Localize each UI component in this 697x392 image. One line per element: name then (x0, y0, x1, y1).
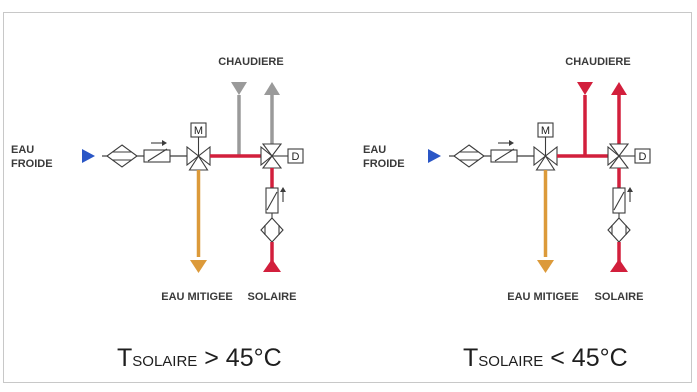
panel-left: EAU FROIDE CHAUDIERE M EAU MITIGEE (11, 56, 304, 372)
diverter-valve-icon (607, 143, 630, 169)
boiler-return-arrow-icon (264, 82, 280, 95)
svg-text:D: D (292, 151, 300, 163)
boiler-label: CHAUDIERE (218, 56, 283, 68)
boiler-outlet-arrow-icon (577, 82, 593, 95)
diverter-actuator-box (634, 148, 651, 164)
solar-label: SOLAIRE (595, 291, 644, 303)
caption-right: TSOLAIRE < 45°C (463, 344, 628, 372)
inlet-label-line1: EAU (363, 144, 386, 156)
inlet-arrow-icon (428, 149, 441, 163)
diverter-actuator-box (287, 148, 304, 164)
svg-text:M: M (541, 125, 550, 137)
inlet-arrow-icon (82, 149, 95, 163)
inlet-label-line1: EAU (11, 144, 34, 156)
solar-filter-icon (607, 217, 631, 243)
check-valve-icon (143, 149, 171, 163)
mixed-water-arrow-icon (190, 260, 207, 273)
mixed-water-label: EAU MITIGEE (161, 291, 233, 303)
outer-frame (3, 12, 692, 383)
solar-label: SOLAIRE (248, 291, 297, 303)
solar-arrow-icon (263, 259, 281, 272)
mixed-water-arrow-icon (537, 260, 554, 273)
filter-icon (453, 144, 485, 168)
solar-filter-icon (260, 217, 284, 243)
boiler-return-arrow-icon (611, 82, 627, 95)
filter-icon (106, 144, 138, 168)
mixed-water-label: EAU MITIGEE (507, 291, 579, 303)
mixing-valve-icon (533, 145, 558, 171)
solar-arrow-icon (610, 259, 628, 272)
caption-left: TSOLAIRE > 45°C (117, 344, 282, 372)
inlet-label-line2: FROIDE (11, 158, 53, 170)
svg-text:M: M (194, 125, 203, 137)
check-valve-icon (490, 149, 518, 163)
boiler-outlet-arrow-icon (231, 82, 247, 95)
svg-text:D: D (639, 151, 647, 163)
boiler-label: CHAUDIERE (565, 56, 630, 68)
inlet-label-line2: FROIDE (363, 158, 405, 170)
panel-right: EAU FROIDE CHAUDIERE M EAU MITIGEE (363, 56, 651, 372)
